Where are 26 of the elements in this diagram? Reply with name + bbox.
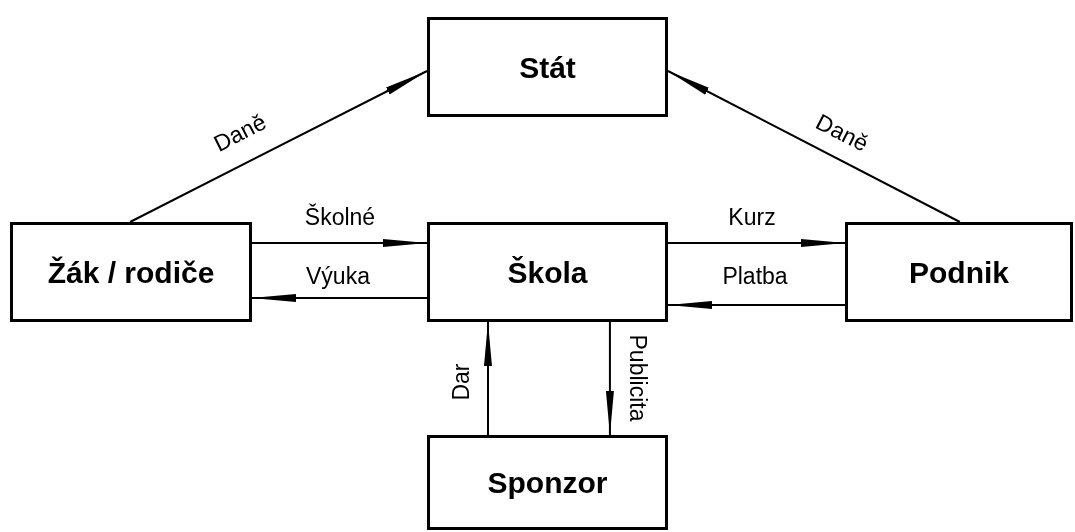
box — [845, 222, 1073, 322]
arrow — [129, 70, 428, 223]
arrow — [667, 301, 846, 309]
node-label: Stát — [519, 49, 576, 86]
arrow — [667, 239, 846, 247]
arrow — [251, 294, 428, 302]
box — [427, 222, 668, 322]
node-label: Žák / rodiče — [47, 254, 215, 291]
node-label: Sponzor — [487, 465, 608, 501]
box — [10, 222, 252, 322]
node-label: Škola — [507, 254, 588, 291]
edge-label: Dar — [449, 363, 473, 401]
edge-label: Školné — [304, 205, 376, 229]
box — [427, 435, 668, 530]
node-label: Podnik — [909, 254, 1009, 291]
edge-label: Publicita — [625, 334, 649, 422]
arrow — [605, 321, 614, 436]
arrow — [251, 239, 428, 247]
arrow — [667, 70, 961, 223]
edge-label: Platba — [722, 264, 788, 288]
arrow — [483, 321, 492, 436]
edge-label: Výuka — [306, 264, 370, 288]
edge-label: Kurz — [728, 205, 776, 229]
box — [427, 17, 668, 117]
edge-label: Daně — [210, 110, 270, 156]
edge-label: Daně — [812, 110, 872, 156]
